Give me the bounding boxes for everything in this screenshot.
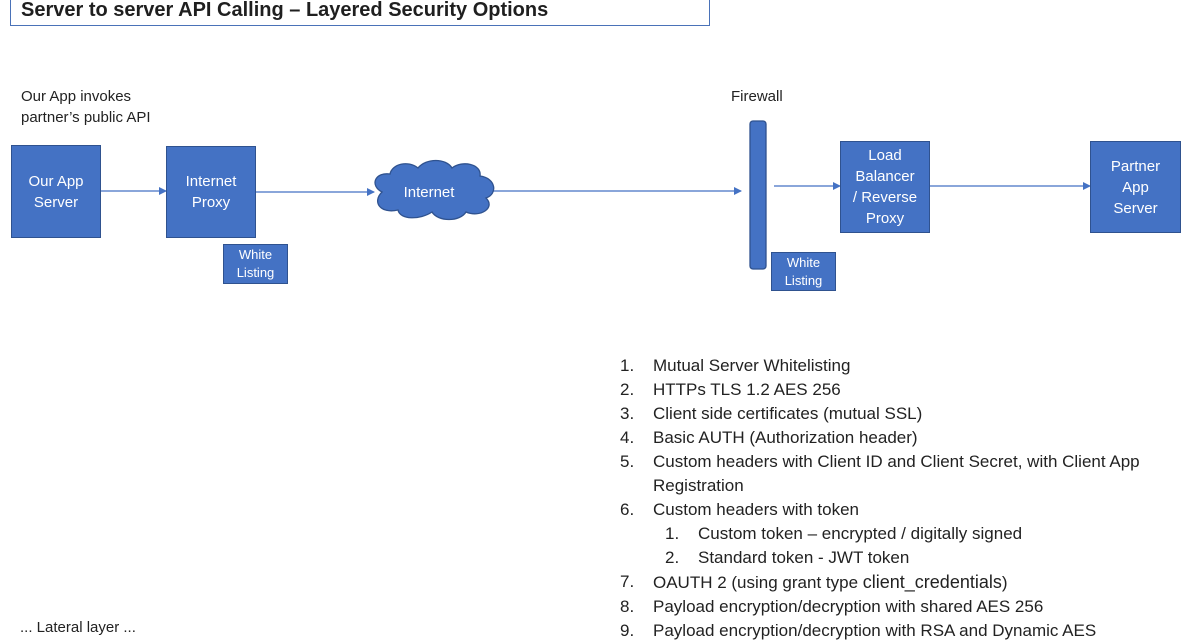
firewall-white-listing-line-1: White bbox=[786, 254, 821, 270]
step-item: 7. OAUTH 2 (using grant type client_cred… bbox=[620, 570, 1180, 595]
substep-number: 1. bbox=[665, 524, 680, 543]
grant-type-emphasis: client_credentials bbox=[862, 572, 1002, 592]
proxy-white-listing-line-2: Listing bbox=[236, 265, 275, 280]
load-balancer-line-3: / Reverse bbox=[852, 189, 918, 206]
internet-proxy-line-1: Internet bbox=[185, 173, 237, 190]
step-text: OAUTH 2 (using grant type bbox=[653, 573, 863, 592]
step-text-tail: ) bbox=[1001, 573, 1008, 592]
firewall-caption: Firewall bbox=[731, 88, 783, 105]
step-number: 9. bbox=[620, 621, 635, 640]
step-item: 4. Basic AUTH (Authorization header) bbox=[620, 426, 1180, 450]
load-balancer-node: Load Balancer / Reverse Proxy bbox=[840, 141, 930, 233]
load-balancer-line-2: Balancer bbox=[855, 168, 915, 185]
substep-text: Custom token – encrypted / digitally sig… bbox=[698, 524, 1023, 543]
page-title: Server to server API Calling – Layered S… bbox=[21, 0, 549, 21]
step-item: 2. HTTPs TLS 1.2 AES 256 bbox=[620, 378, 1180, 402]
step-number: 5. bbox=[620, 452, 635, 471]
step-item: 6. Custom headers with token bbox=[620, 498, 1180, 522]
substep-number: 2. bbox=[665, 548, 680, 567]
internet-proxy-line-2: Proxy bbox=[191, 194, 231, 211]
step-number: 7. bbox=[620, 572, 635, 591]
step-text: HTTPs TLS 1.2 AES 256 bbox=[653, 380, 841, 399]
bottom-text-fragment: ... Lateral layer ... bbox=[20, 619, 136, 636]
step-item: 3. Client side certificates (mutual SSL) bbox=[620, 402, 1180, 426]
load-balancer-line-4: Proxy bbox=[865, 210, 905, 227]
partner-app-server-line-3: Server bbox=[1113, 199, 1158, 217]
step-item: 1. Mutual Server Whitelisting bbox=[620, 354, 1180, 378]
step-item: 8. Payload encryption/decryption with sh… bbox=[620, 595, 1180, 619]
substep-text: Standard token - JWT token bbox=[698, 548, 910, 567]
step-text: Mutual Server Whitelisting bbox=[653, 356, 851, 375]
step-number: 8. bbox=[620, 597, 635, 616]
firewall-white-listing-node: White Listing bbox=[771, 252, 836, 291]
step-number: 2. bbox=[620, 380, 635, 399]
internet-label: Internet bbox=[404, 184, 456, 201]
substep-item: 2. Standard token - JWT token bbox=[620, 546, 1180, 570]
step-item: 5. Custom headers with Client ID and Cli… bbox=[620, 450, 1180, 498]
step-number: 6. bbox=[620, 500, 635, 519]
internet-proxy-node: Internet Proxy bbox=[166, 146, 256, 238]
partner-app-server-line-2: App bbox=[1122, 178, 1149, 196]
title-box: Server to server API Calling – Layered S… bbox=[10, 0, 710, 26]
step-number: 3. bbox=[620, 404, 635, 423]
step-text: Client side certificates (mutual SSL) bbox=[653, 404, 923, 423]
step-text: Custom headers with token bbox=[653, 500, 859, 519]
invoke-caption-line-1: Our App invokes bbox=[21, 88, 132, 105]
our-app-server-node: Our App Server bbox=[11, 145, 101, 238]
substep-item: 1. Custom token – encrypted / digitally … bbox=[620, 522, 1180, 546]
step-number: 4. bbox=[620, 428, 635, 447]
step-item: 9. Payload encryption/decryption with RS… bbox=[620, 619, 1180, 643]
invoke-caption: Our App invokes partner’s public API bbox=[21, 86, 151, 128]
security-steps-list: 1. Mutual Server Whitelisting 2. HTTPs T… bbox=[620, 354, 1180, 643]
step-text: Payload encryption/decryption with RSA a… bbox=[653, 621, 1097, 640]
step-text: Basic AUTH (Authorization header) bbox=[653, 428, 918, 447]
proxy-white-listing-node: White Listing bbox=[223, 244, 288, 284]
proxy-white-listing-line-1: White bbox=[238, 247, 273, 262]
firewall-white-listing-line-2: Listing bbox=[784, 272, 823, 288]
our-app-server-line-1: Our App bbox=[28, 172, 84, 190]
step-text: Custom headers with Client ID and Client… bbox=[653, 452, 1140, 495]
step-number: 1. bbox=[620, 356, 635, 375]
invoke-caption-line-2: partner’s public API bbox=[21, 109, 151, 126]
load-balancer-line-1: Load bbox=[868, 147, 902, 164]
partner-app-server-line-1: Partner bbox=[1110, 157, 1161, 175]
internet-cloud-shape bbox=[374, 159, 495, 221]
partner-app-server-node: Partner App Server bbox=[1090, 141, 1181, 233]
our-app-server-line-2: Server bbox=[33, 193, 79, 211]
step-text: Payload encryption/decryption with share… bbox=[653, 597, 1044, 616]
firewall-bar bbox=[749, 120, 767, 270]
connector-layer: Internet bbox=[101, 120, 1091, 270]
